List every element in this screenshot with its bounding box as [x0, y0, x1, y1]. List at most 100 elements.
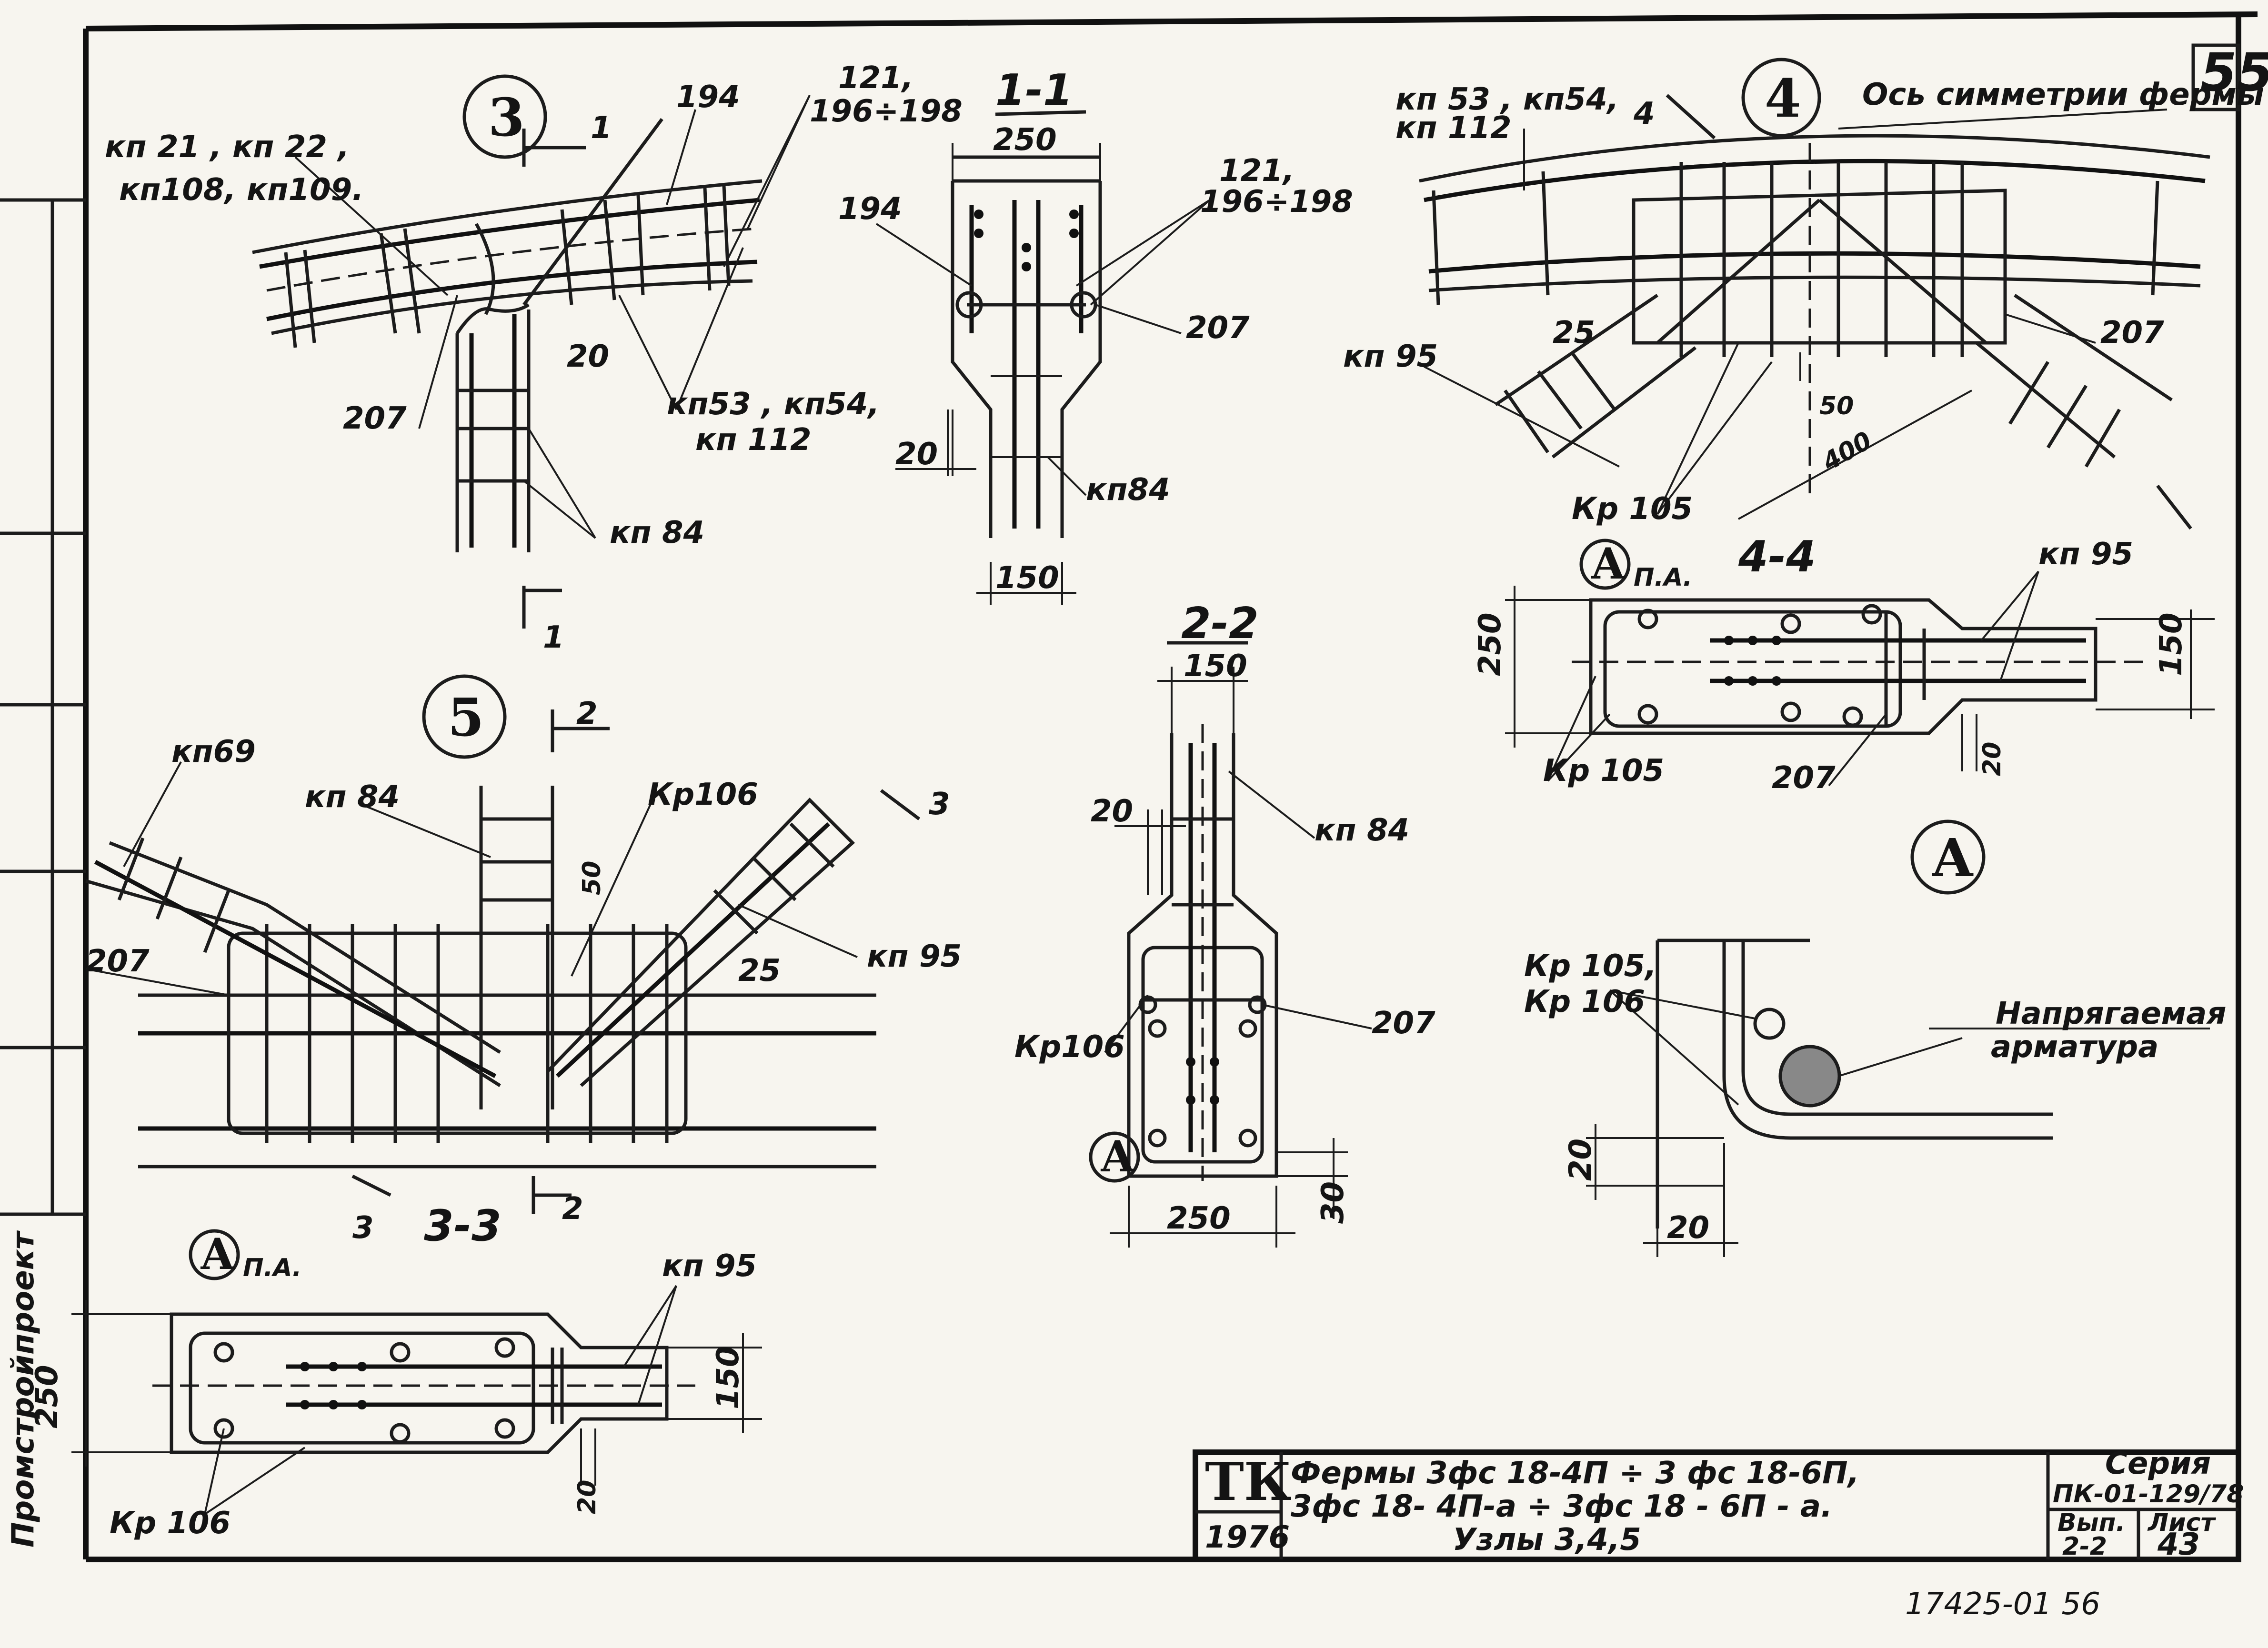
title-block-sheet-value: 43 [2157, 1527, 2200, 1562]
node-4-number: 4 [1765, 68, 1801, 129]
section-3-3 [71, 1229, 762, 1515]
node-3-label-196: 196÷198 [810, 94, 963, 129]
section-3-3-view-letter: А [200, 1229, 235, 1279]
section-1-1-label-194: 194 [838, 191, 902, 227]
detail-a-label-20-horizontal: 20 [1667, 1210, 1709, 1246]
section-2-2-label-250: 250 [1167, 1201, 1231, 1236]
section-1-1-label-150: 150 [995, 560, 1059, 596]
section-2-2-title: 2-2 [1181, 599, 1259, 649]
node-3-label-20: 20 [567, 339, 609, 374]
section-2-2-label-150: 150 [1184, 649, 1247, 684]
detail-a-label-kr106: Кр 106 [1524, 984, 1645, 1019]
node-3-label-194: 194 [676, 80, 740, 115]
title-block-line-1: Фермы 3фс 18-4П ÷ 3 фс 18-6П, [1291, 1456, 1859, 1491]
node-3-label-kp112: кп 112 [695, 422, 812, 458]
title-block-year: 1976 [1205, 1520, 1290, 1555]
section-4-4-title: 4-4 [1738, 532, 1816, 582]
detail-a-label-tendon-1: Напрягаемая [1996, 996, 2227, 1031]
detail-a-label-kr105: Кр 105, [1524, 949, 1656, 984]
node-4-label-50: 50 [1819, 392, 1854, 420]
section-1-1-title: 1-1 [995, 65, 1073, 115]
node-5 [85, 674, 921, 1214]
section-4-4-label-kr105: Кр 105 [1543, 753, 1664, 789]
section-1-1 [875, 110, 1211, 605]
section-4-4 [1505, 539, 2215, 787]
title-block-series-label: Серия [2105, 1446, 2211, 1481]
node-3-cut-top: 1 [591, 110, 612, 146]
section-3-3-label-150: 150 [711, 1346, 746, 1409]
node-5-label-207: 207 [86, 944, 150, 979]
node-4-label-400: 400 [1817, 426, 1877, 477]
side-stamp: Промстройпроект [6, 1230, 41, 1548]
section-2-2-label-kr106: Кр106 [1014, 1029, 1125, 1065]
section-3-3-label-kp95: кп 95 [662, 1248, 757, 1284]
node-3-cut-bottom: 1 [543, 620, 564, 655]
node-5-label-25: 25 [738, 953, 781, 989]
node-4-label-kp112: кп 112 [1395, 110, 1512, 146]
section-3-3-title: 3-3 [424, 1201, 502, 1251]
node-5-label-cut3-top: 3 [929, 787, 950, 822]
node-5-label-50: 50 [578, 861, 606, 895]
section-2-2-view-letter: А [1100, 1131, 1135, 1182]
section-4-4-label-150: 150 [2154, 612, 2189, 676]
node-4 [1419, 58, 2210, 530]
section-3-3-label-250: 250 [30, 1365, 65, 1428]
node-5-label-cut2-bottom: 2 [562, 1191, 583, 1227]
title-block-line-3: Узлы 3,4,5 [1453, 1522, 1641, 1558]
section-1-1-label-121: 121, [1219, 153, 1295, 189]
node-4-label-kp95: кп 95 [1343, 339, 1438, 374]
node-3 [252, 74, 811, 629]
title-block-org: ТК [1205, 1451, 1292, 1512]
section-4-4-view-note: П.А. [1634, 563, 1692, 592]
section-4-4-view-letter: А [1591, 539, 1626, 589]
section-1-1-label-20: 20 [895, 437, 938, 472]
node-5-number: 5 [448, 687, 484, 748]
node-5-label-kp84: кп 84 [305, 779, 400, 815]
section-4-4-label-207: 207 [1772, 760, 1836, 796]
node-3-label-kp53: кп53 , кп54, [667, 387, 880, 422]
title-block-issue-value: 2-2 [2062, 1532, 2107, 1561]
node-3-label-kp84: кп 84 [610, 515, 704, 550]
node-3-label-207: 207 [343, 401, 407, 436]
node-4-label-207: 207 [2100, 315, 2164, 350]
detail-a-label-tendon-2: арматура [1991, 1029, 2158, 1065]
node-5-label-kp69: кп69 [171, 734, 256, 769]
section-2-2-label-207: 207 [1372, 1006, 1435, 1041]
title-block-line-2: 3фс 18- 4П-а ÷ 3фс 18 - 6П - а. [1291, 1489, 1832, 1524]
section-2-2-label-20: 20 [1091, 794, 1133, 829]
section-1-1-label-207: 207 [1186, 310, 1250, 346]
detail-a-label-20-vertical: 20 [1563, 1139, 1598, 1181]
sheet-frame [0, 11, 2258, 1562]
node-5-label-cut2-top: 2 [576, 696, 598, 731]
section-2-2-label-kp84: кп 84 [1315, 813, 1409, 848]
section-3-3-view-note: П.А. [243, 1254, 301, 1282]
title-block-sheet-label: Лист [2147, 1508, 2216, 1537]
title-block-issue-label: Вып. [2057, 1508, 2125, 1537]
section-2-2-label-30: 30 [1315, 1181, 1351, 1224]
node-5-label-kp95: кп 95 [867, 939, 962, 974]
detail-a-letter: А [1931, 827, 1974, 889]
node-4-label-kp53: кп 53 , кп54, [1395, 82, 1619, 117]
detail-a [1586, 819, 2210, 1257]
node-3-label-kp21: кп 21 , кп 22 , [105, 130, 349, 165]
footer-code: 17425-01 56 [1905, 1587, 2100, 1622]
section-2-2 [1089, 641, 1372, 1248]
node-4-label-kr105: Кр 105 [1572, 491, 1693, 527]
section-3-3-label-kr106: Кр 106 [110, 1506, 231, 1541]
node-3-label-121: 121, [838, 60, 913, 96]
section-4-4-label-20: 20 [1978, 742, 2007, 776]
node-4-label-cut: 4 [1633, 96, 1655, 131]
title-block [1193, 1449, 2241, 1562]
section-1-1-label-kp84: кп84 [1086, 472, 1170, 508]
node-3-label-kp108: кп108, кп109. [119, 172, 363, 208]
node-5-label-kr106: Кр106 [648, 777, 758, 812]
section-1-1-label-196: 196÷198 [1200, 184, 1353, 220]
sheet-number: 55 [2200, 42, 2268, 103]
title-block-series-value: ПК-01-129/78 [2053, 1480, 2244, 1508]
section-3-3-label-20: 20 [573, 1480, 602, 1514]
section-3-3-cut-number: 3 [352, 1210, 374, 1246]
section-1-1-label-250: 250 [993, 122, 1057, 158]
node-3-number: 3 [488, 87, 525, 148]
